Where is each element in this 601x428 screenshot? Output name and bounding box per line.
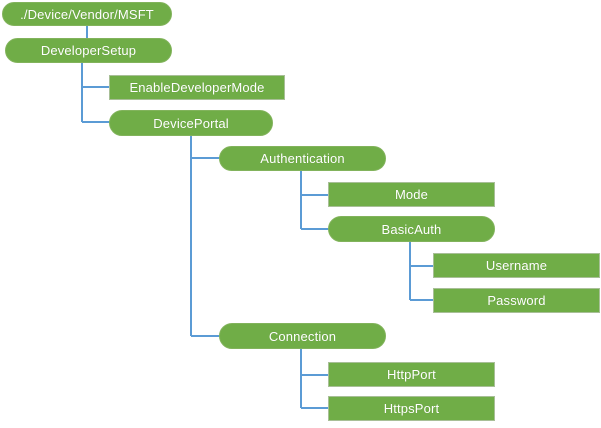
node-root[interactable]: ./Device/Vendor/MSFT — [2, 2, 172, 26]
node-enabledevelopermode[interactable]: EnableDeveloperMode — [109, 75, 285, 100]
node-connection[interactable]: Connection — [219, 323, 386, 349]
node-basicauth-label: BasicAuth — [381, 221, 442, 237]
node-developersetup-label: DeveloperSetup — [40, 43, 137, 58]
node-username-label: Username — [485, 258, 548, 273]
node-httpport-label: HttpPort — [387, 367, 436, 382]
node-authentication-label: Authentication — [260, 151, 345, 166]
node-mode-label: Mode — [394, 187, 429, 202]
node-mode[interactable]: Mode — [328, 182, 495, 207]
node-connection-label: Connection — [268, 328, 337, 344]
node-httpsport[interactable]: HttpsPort — [328, 396, 495, 421]
node-root-label: ./Device/Vendor/MSFT — [20, 6, 154, 22]
node-password[interactable]: Password — [433, 288, 600, 313]
node-deviceportal[interactable]: DevicePortal — [109, 110, 273, 136]
node-username[interactable]: Username — [433, 253, 600, 278]
node-enabledevelopermode-label: EnableDeveloperMode — [129, 80, 265, 95]
node-authentication[interactable]: Authentication — [219, 146, 386, 171]
node-developersetup[interactable]: DeveloperSetup — [5, 38, 172, 63]
node-password-label: Password — [487, 293, 546, 308]
node-httpport[interactable]: HttpPort — [328, 362, 495, 387]
node-deviceportal-label: DevicePortal — [153, 115, 229, 131]
node-basicauth[interactable]: BasicAuth — [328, 216, 495, 242]
node-httpsport-label: HttpsPort — [383, 401, 440, 416]
